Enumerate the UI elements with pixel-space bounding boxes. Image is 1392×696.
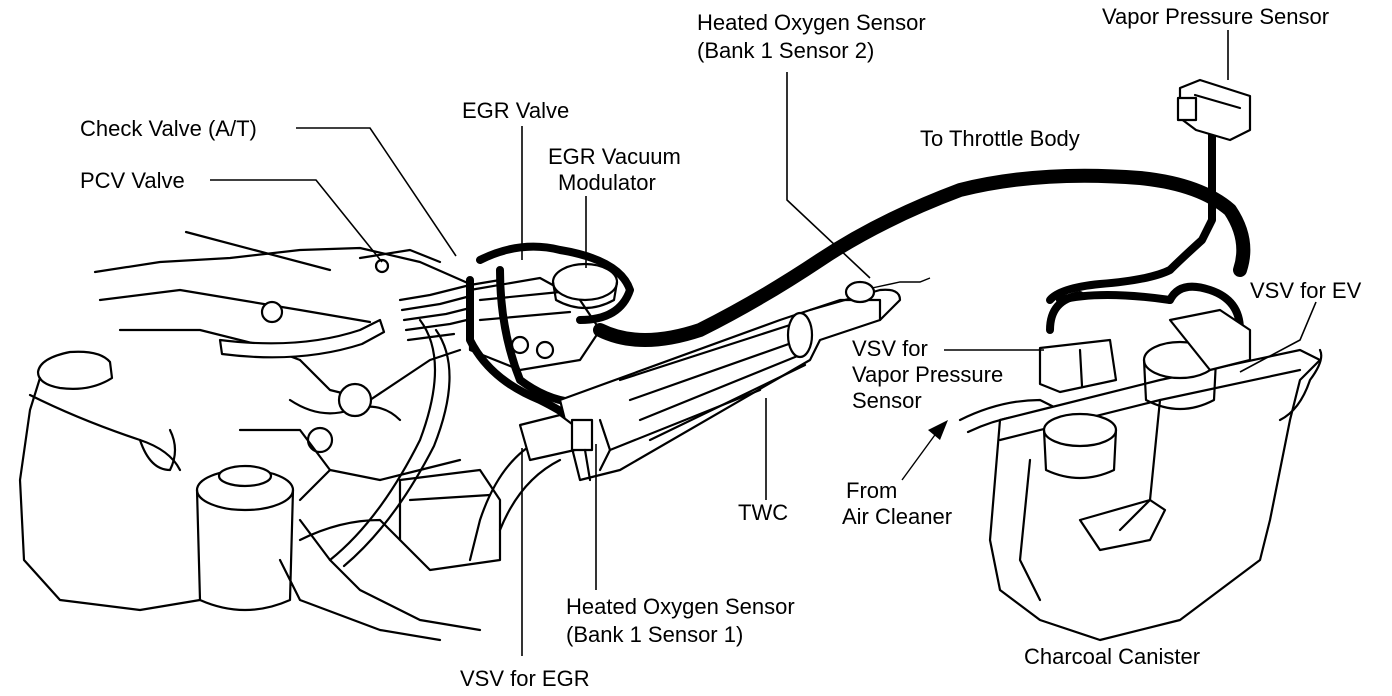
- label-vsv-for-vapor-pressure-line3: Sensor: [852, 388, 922, 413]
- twc-illustration: [468, 277, 931, 562]
- label-vsv-for-ev: VSV for EV: [1250, 278, 1362, 303]
- label-heated-oxygen-sensor-b1s2-line2: (Bank 1 Sensor 2): [697, 38, 874, 63]
- label-from-air-cleaner-line1: From: [846, 478, 897, 503]
- label-heated-oxygen-sensor-b1s2-line1: Heated Oxygen Sensor: [697, 10, 926, 35]
- label-twc: TWC: [738, 500, 788, 525]
- label-from-air-cleaner-line2: Air Cleaner: [842, 504, 952, 529]
- label-vsv-for-egr: VSV for EGR: [460, 666, 590, 691]
- label-heated-oxygen-sensor-b1s1-line1: Heated Oxygen Sensor: [566, 594, 795, 619]
- label-vapor-pressure-sensor: Vapor Pressure Sensor: [1102, 4, 1329, 29]
- leader-lines: [210, 30, 1317, 656]
- labels: Heated Oxygen Sensor (Bank 1 Sensor 2) V…: [80, 4, 1362, 691]
- label-charcoal-canister: Charcoal Canister: [1024, 644, 1200, 669]
- label-egr-valve: EGR Valve: [462, 98, 569, 123]
- label-to-throttle-body: To Throttle Body: [920, 126, 1080, 151]
- label-pcv-valve: PCV Valve: [80, 168, 185, 193]
- charcoal-canister-illustration: [988, 78, 1323, 642]
- label-egr-vacuum-modulator-line2: Modulator: [558, 170, 656, 195]
- label-vsv-for-vapor-pressure-line2: Vapor Pressure: [852, 362, 1003, 387]
- label-egr-vacuum-modulator-line1: EGR Vacuum: [548, 144, 681, 169]
- label-heated-oxygen-sensor-b1s1-line2: (Bank 1 Sensor 1): [566, 622, 743, 647]
- label-vsv-for-vapor-pressure-line1: VSV for: [852, 336, 928, 361]
- label-check-valve: Check Valve (A/T): [80, 116, 257, 141]
